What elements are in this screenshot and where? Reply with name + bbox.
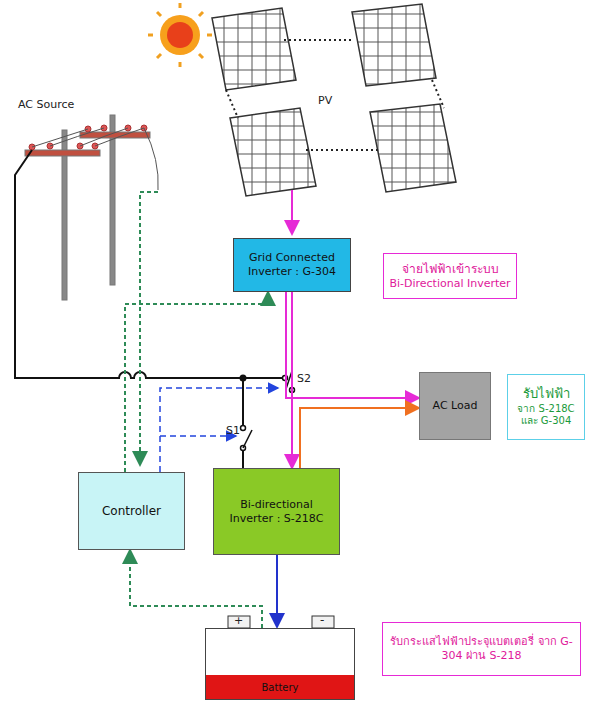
node-text: รับกระแสไฟฟ้าประจุแบตเตอรี่ จาก G-304 ผ่… (388, 635, 575, 663)
terminal-label: + (234, 614, 243, 627)
connector (286, 292, 419, 398)
inverter-box: Bi-directional Inverter : S-218C (213, 468, 340, 555)
grid-wire (15, 150, 282, 468)
switch-label: S2 (297, 372, 311, 385)
inverter-box: Grid Connected Inverter : G-304 (233, 238, 351, 292)
sun (148, 3, 212, 67)
load-box: AC Load (419, 372, 491, 440)
node-text: Battery (261, 682, 298, 695)
power-poles (25, 115, 158, 300)
node-text: จ่ายไฟฟ้าเข้าระบบ (402, 262, 499, 277)
pv-panels (212, 4, 456, 234)
connector (276, 555, 278, 627)
terminal-label: - (320, 613, 324, 627)
node-text: Controller (102, 504, 161, 519)
node-text: Bi-directional Inverter : S-218C (219, 498, 334, 526)
pv-label: PV (318, 94, 332, 107)
switch-label: S1 (226, 424, 240, 437)
connector (130, 550, 262, 628)
node-text: AC Load (433, 399, 478, 413)
callout-box: จ่ายไฟฟ้าเข้าระบบBi-Directional Inverter (383, 253, 517, 299)
sense-wire (140, 192, 158, 465)
callout-box: รับไฟฟ้าจาก S-218C และ G-304 (507, 374, 585, 440)
connector (300, 408, 419, 468)
node-text: รับไฟฟ้า (523, 386, 570, 402)
node-text: Grid Connected Inverter : G-304 (239, 251, 345, 279)
controller-box: Controller (78, 472, 185, 550)
node-text: จาก S-218C และ G-304 (513, 403, 579, 428)
callout-box: รับกระแสไฟฟ้าประจุแบตเตอรี่ จาก G-304 ผ่… (382, 622, 581, 676)
control-wire (160, 388, 278, 472)
battery: Battery (205, 628, 355, 700)
battery-terminal (228, 616, 334, 628)
connector (125, 292, 268, 472)
connector (291, 292, 293, 468)
node-text: Bi-Directional Inverter (389, 277, 510, 291)
source-label: AC Source (18, 98, 74, 111)
